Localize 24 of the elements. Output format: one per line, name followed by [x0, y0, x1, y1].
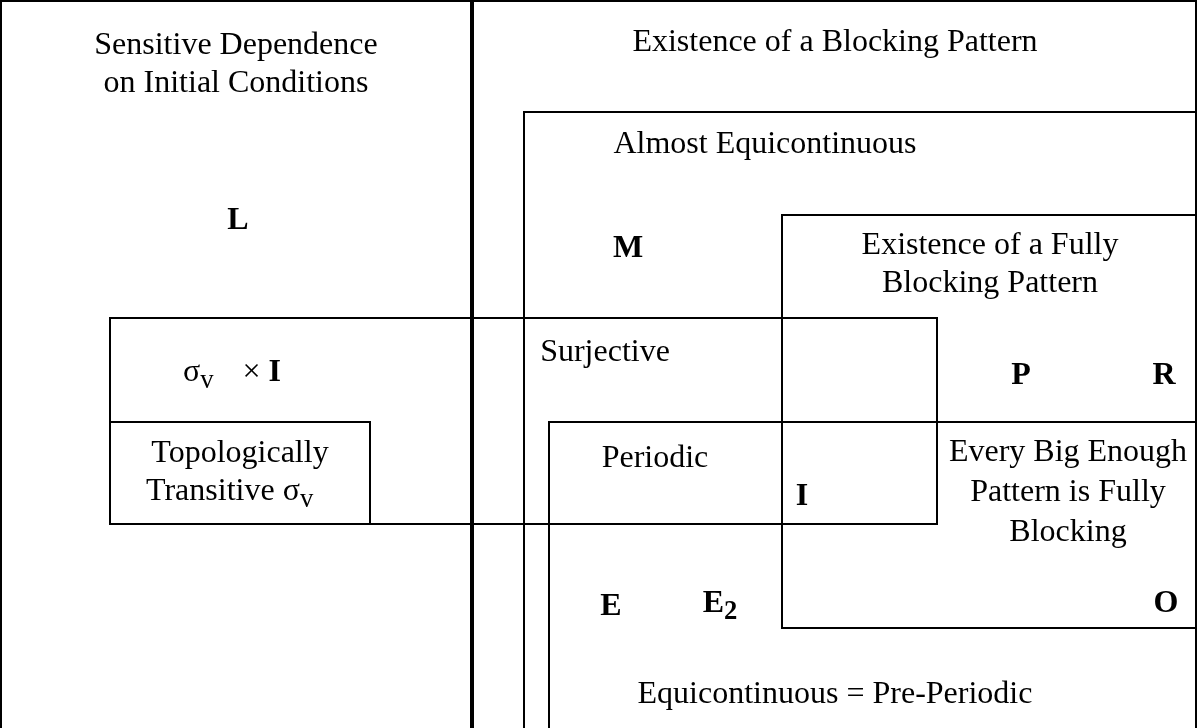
set-title: Existence of a Blocking Pattern	[631, 20, 1039, 60]
set-box	[109, 317, 938, 525]
set-title: Sensitive Dependence on Initial Conditions	[93, 23, 379, 101]
region-label: Every Big Enough Pattern is Fully Blocking	[947, 431, 1189, 550]
set-title: Almost Equicontinuous	[612, 122, 918, 162]
set-box	[109, 421, 371, 525]
region-letter: E$_{2}$	[702, 581, 738, 628]
set-title: Surjective	[539, 330, 671, 370]
region-letter: O	[1153, 582, 1179, 621]
set-box	[548, 421, 1197, 728]
set-box	[523, 111, 1197, 728]
set-box	[781, 214, 1197, 629]
region-letter: L	[227, 199, 249, 238]
set-title: Topologically Transitive σ$_{v⃗}$	[145, 431, 335, 515]
region-letter: R	[1152, 354, 1176, 393]
region-label: Periodic	[601, 437, 709, 476]
region-label: σ$_{v⃗}$ × I	[183, 350, 281, 397]
region-letter: I	[795, 475, 809, 514]
set-title: Existence of a Fully Blocking Pattern	[860, 223, 1120, 301]
region-panel	[470, 0, 1197, 728]
set-title: Equicontinuous = Pre-Periodic	[636, 672, 1034, 712]
region-letter: M	[612, 227, 644, 266]
region-letter: E	[600, 585, 622, 624]
region-letter: P	[1011, 354, 1031, 393]
